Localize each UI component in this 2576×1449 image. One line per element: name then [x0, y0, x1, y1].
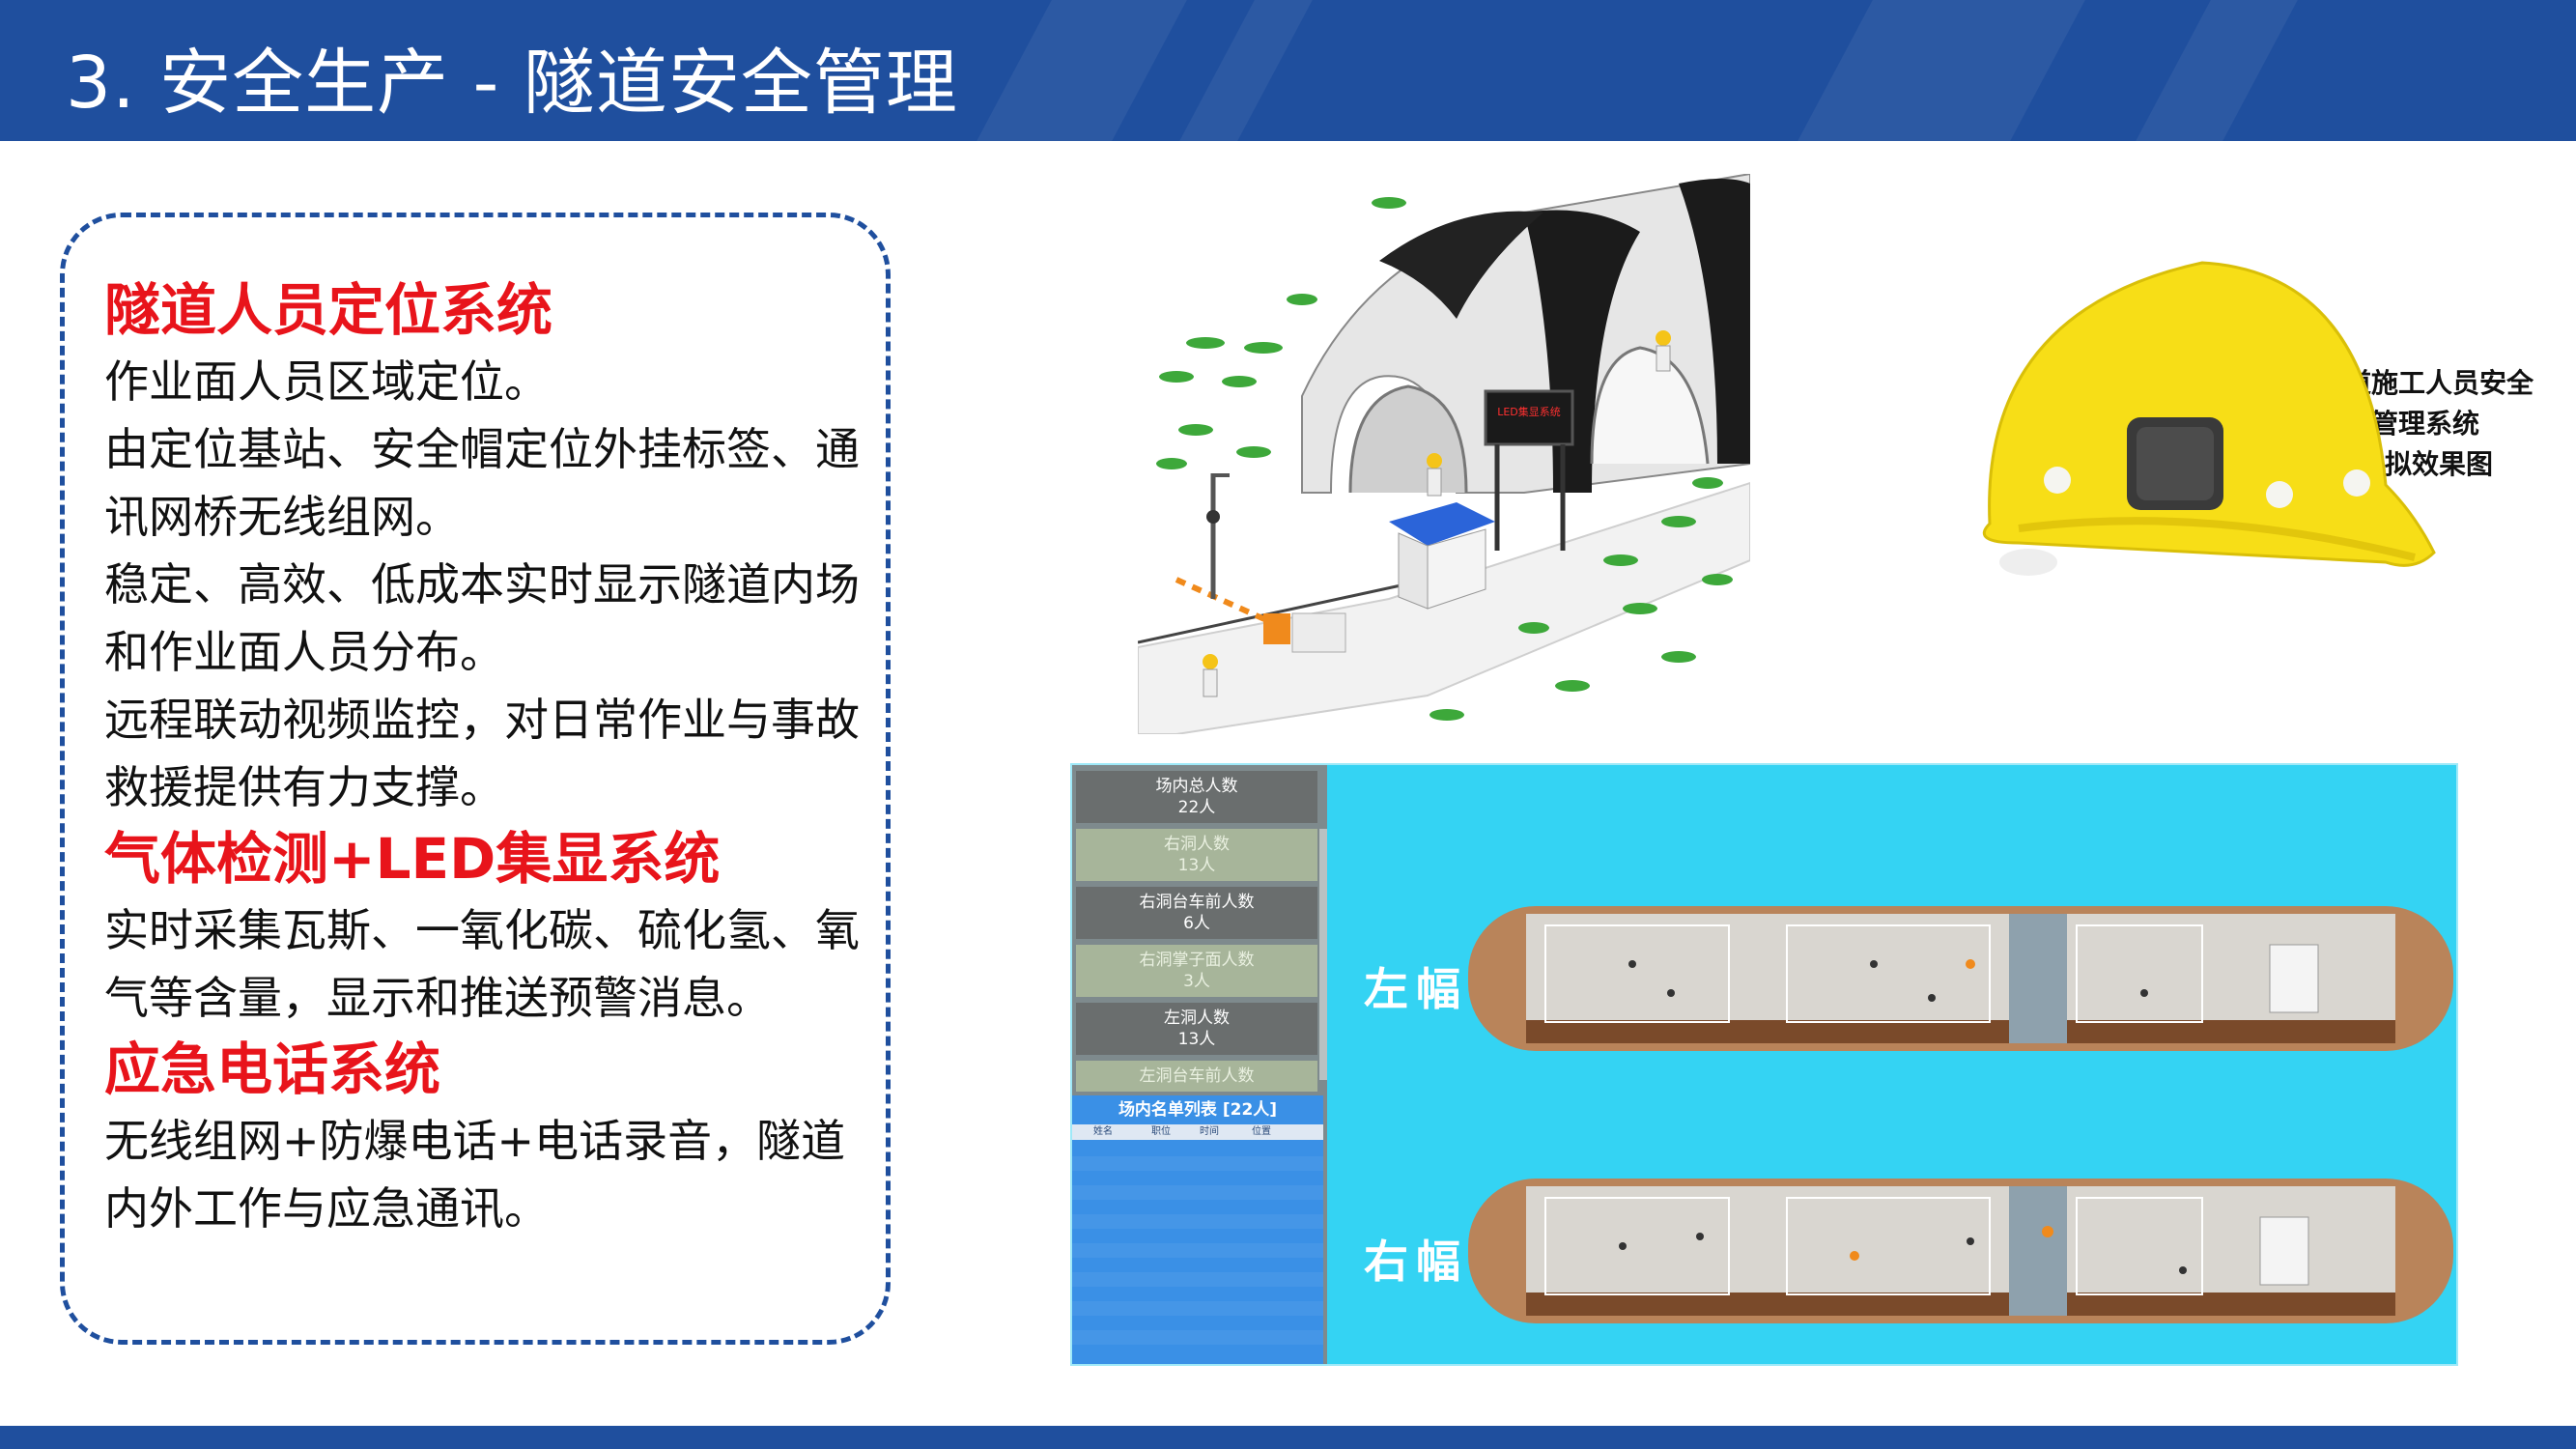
worker-icon [1203, 654, 1218, 697]
section-paragraph: 作业面人员区域定位。 [104, 355, 549, 408]
personnel-list: 场内名单列表 [22人] 姓名 职位 时间 位置 [1072, 1095, 1323, 1364]
list-item[interactable] [1072, 1185, 1323, 1200]
section-paragraph: 稳定、高效、低成本实时显示隧道内场和作业面人员分布。 [104, 558, 860, 678]
lane-label-right: 右幅 [1364, 1236, 1468, 1288]
section-paragraph: 远程联动视频监控，对日常作业与事故救援提供有力支撑。 [104, 694, 860, 813]
personnel-list-title: 场内名单列表 [22人] [1072, 1095, 1323, 1124]
footer-bar [0, 1426, 2576, 1449]
list-item[interactable] [1072, 1316, 1323, 1330]
list-item[interactable] [1072, 1243, 1323, 1258]
list-column-header: 职位 [1151, 1126, 1171, 1137]
header-bar: 3. 安全生产 - 隧道安全管理 [0, 0, 2576, 141]
section-title-positioning: 隧道人员定位系统 [104, 277, 553, 343]
stat-value: 3人 [1183, 972, 1210, 991]
list-item[interactable] [1072, 1142, 1323, 1156]
list-item[interactable] [1072, 1272, 1323, 1287]
lane-label-left: 左幅 [1364, 963, 1468, 1015]
header-decor-stripe [2136, 0, 2298, 141]
positioning-dashboard: 场内总人数 22人 右洞人数 13人 右洞台车前人数 6人 右洞掌子面人数 3人… [1070, 763, 2458, 1366]
stat-left-tunnel: 左洞人数 13人 [1076, 1003, 1317, 1055]
list-item[interactable] [1072, 1214, 1323, 1229]
tunnel-section-right [1468, 1179, 2453, 1323]
text-panel-content: 隧道人员定位系统 作业面人员区域定位。 由定位基站、安全帽定位外挂标签、通讯网桥… [104, 272, 867, 1242]
led-board-icon [1484, 389, 1574, 446]
list-count: [22人] [1222, 1100, 1278, 1120]
stat-total: 场内总人数 22人 [1076, 771, 1317, 823]
list-column-header: 姓名 [1093, 1126, 1113, 1137]
stat-label: 左洞人数 [1164, 1009, 1230, 1028]
worker-icon [1427, 453, 1442, 497]
stat-right-face: 右洞掌子面人数 3人 [1076, 945, 1317, 997]
stat-left-trolley: 左洞台车前人数 [1076, 1061, 1317, 1092]
header-decor-stripe [1798, 0, 2085, 141]
list-item[interactable] [1072, 1287, 1323, 1301]
list-header: 姓名 职位 时间 位置 [1072, 1124, 1323, 1140]
worker-icon [1656, 330, 1671, 372]
tunnel-diagram: LED集显系统 隧道施工人员安全管理系统 [1137, 172, 2534, 735]
list-item[interactable] [1072, 1171, 1323, 1185]
section-paragraph: 实时采集瓦斯、一氧化碳、硫化氢、氧气等含量，显示和推送预警消息。 [104, 904, 860, 1024]
tunnel-illustration: LED集显系统 [1137, 172, 1751, 735]
list-title-text: 场内名单列表 [1118, 1100, 1217, 1120]
section-paragraph: 无线组网+防爆电话+电话录音，隧道内外工作与应急通讯。 [104, 1115, 846, 1235]
stat-value: 13人 [1177, 1030, 1216, 1049]
stat-label: 左洞台车前人数 [1139, 1066, 1255, 1086]
tunnel-section-left [1468, 906, 2453, 1051]
helmet-image [1961, 253, 2438, 585]
list-item[interactable] [1072, 1330, 1323, 1345]
section-paragraph: 由定位基站、安全帽定位外挂标签、通讯网桥无线组网。 [104, 423, 860, 543]
list-item[interactable] [1072, 1200, 1323, 1214]
dashboard-sidebar: 场内总人数 22人 右洞人数 13人 右洞台车前人数 6人 右洞掌子面人数 3人… [1072, 765, 1327, 1364]
helmet-tag-icon [1982, 261, 2436, 576]
header-decor-stripe [1179, 0, 1313, 141]
list-item[interactable] [1072, 1258, 1323, 1272]
list-column-header: 位置 [1252, 1126, 1271, 1137]
list-item[interactable] [1072, 1156, 1323, 1171]
stat-value: 22人 [1177, 798, 1216, 817]
stat-value: 13人 [1177, 856, 1216, 875]
list-item[interactable] [1072, 1301, 1323, 1316]
list-column-header: 时间 [1200, 1126, 1219, 1137]
stat-label: 右洞掌子面人数 [1139, 951, 1255, 970]
list-item[interactable] [1072, 1345, 1323, 1359]
stat-label: 右洞人数 [1164, 835, 1230, 854]
sidebar-scrollbar[interactable] [1319, 829, 1327, 1080]
grass-icon [1156, 197, 1733, 721]
list-item[interactable] [1072, 1229, 1323, 1243]
stat-right-trolley: 右洞台车前人数 6人 [1076, 887, 1317, 939]
stat-label: 场内总人数 [1155, 777, 1238, 796]
page-title: 3. 安全生产 - 隧道安全管理 [66, 42, 958, 125]
text-panel-frame [60, 213, 891, 1345]
header-decor-stripe [977, 0, 1187, 141]
stat-right-tunnel: 右洞人数 13人 [1076, 829, 1317, 881]
section-title-emergency-phone: 应急电话系统 [104, 1037, 441, 1102]
stat-value: 6人 [1183, 914, 1210, 933]
section-title-gas-led: 气体检测+LED集显系统 [104, 826, 721, 892]
svg-text:LED集显系统: LED集显系统 [1497, 405, 1561, 418]
stat-label: 右洞台车前人数 [1139, 893, 1255, 912]
